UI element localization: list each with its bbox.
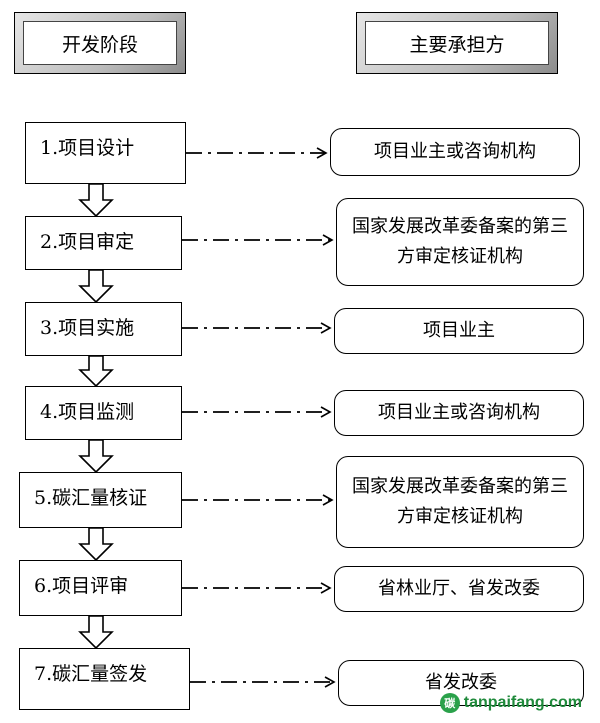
site-watermark: 碳 tanpaifang.com	[439, 693, 582, 713]
watermark-logo-icon: 碳	[439, 693, 460, 713]
stage-box-1: 1.项目设计	[25, 122, 186, 184]
party-label: 省林业厅、省发改委	[378, 578, 540, 599]
down-arrow-1	[78, 183, 114, 218]
party-box-1: 项目业主或咨询机构	[330, 128, 580, 176]
party-box-5: 国家发展改革委备案的第三方审定核证机构	[336, 456, 584, 548]
stage-box-4: 4.项目监测	[25, 386, 182, 440]
party-box-6: 省林业厅、省发改委	[334, 566, 584, 612]
stage-label: 3.项目实施	[40, 317, 135, 339]
party-label: 项目业主	[423, 320, 495, 341]
stage-label: 6.项目评审	[34, 575, 129, 597]
party-column-header: 主要承担方	[356, 12, 558, 74]
watermark-text: tanpaifang.com	[463, 694, 582, 711]
party-label: 国家发展改革委备案的第三方审定核证机构	[352, 216, 568, 267]
party-box-2: 国家发展改革委备案的第三方审定核证机构	[336, 198, 584, 286]
party-box-4: 项目业主或咨询机构	[334, 390, 584, 436]
stage-column-header-label: 开发阶段	[23, 21, 177, 65]
party-box-3: 项目业主	[334, 308, 584, 354]
down-arrow-2	[78, 269, 114, 304]
down-arrow-4	[78, 439, 114, 474]
party-label: 省发改委	[425, 672, 497, 693]
stage-box-6: 6.项目评审	[19, 560, 182, 616]
stage-label: 2.项目审定	[40, 231, 135, 253]
down-arrow-6	[78, 615, 114, 650]
party-label: 项目业主或咨询机构	[374, 141, 536, 162]
stage-box-5: 5.碳汇量核证	[19, 472, 182, 528]
stage-label: 5.碳汇量核证	[34, 487, 148, 509]
stage-box-3: 3.项目实施	[25, 302, 182, 356]
stage-column-header: 开发阶段	[14, 12, 186, 74]
stage-label: 7.碳汇量签发	[34, 663, 148, 685]
party-column-header-label: 主要承担方	[365, 21, 549, 65]
party-label: 项目业主或咨询机构	[378, 402, 540, 423]
down-arrow-3	[78, 355, 114, 388]
stage-box-7: 7.碳汇量签发	[19, 648, 190, 710]
stage-box-2: 2.项目审定	[25, 216, 182, 270]
stage-label: 4.项目监测	[40, 401, 135, 423]
party-label: 国家发展改革委备案的第三方审定核证机构	[352, 476, 568, 527]
down-arrow-5	[78, 527, 114, 562]
party-box-7: 省发改委	[338, 660, 584, 706]
stage-label: 1.项目设计	[40, 137, 135, 159]
